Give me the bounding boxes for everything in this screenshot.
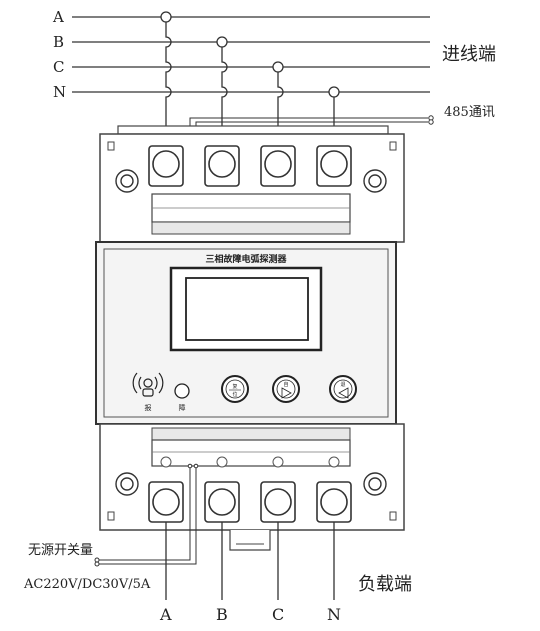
phase-label-c-in: C [53, 58, 64, 76]
dry-contact-lines [94, 463, 199, 567]
top-terminal-screws [148, 145, 352, 187]
reset-button-top: 复 [232, 383, 237, 390]
bottom-mounting-bolts [115, 472, 387, 496]
exit-button-label: 退 [340, 381, 345, 388]
phase-label-n-in: N [53, 83, 66, 101]
reset-button-bottom: 位 [232, 391, 237, 398]
dry-contact-label: 无源开关量 [28, 543, 93, 558]
phase-label-b-in: B [53, 33, 64, 51]
comm-485-label: 485通讯 [444, 105, 495, 120]
self-test-button-label: 自 [283, 381, 288, 388]
self-test-button[interactable]: 自 [272, 375, 300, 403]
alarm-label: 报 [145, 403, 152, 412]
drop-wires [165, 22, 335, 128]
device-title: 三相故障电弧探测器 [205, 253, 287, 265]
play-right-icon [281, 387, 292, 399]
fault-led-icon [174, 383, 190, 399]
alarm-speaker-icon [132, 372, 164, 397]
top-mounting-bolts [115, 169, 387, 193]
phase-label-n-out: N [327, 605, 341, 624]
rating-label: AC220V/DC30V/5A [23, 577, 151, 592]
incoming-lines [72, 16, 430, 93]
fault-label: 障 [179, 403, 186, 412]
load-terminal-label: 负载端 [358, 574, 412, 595]
play-left-icon [338, 387, 349, 399]
phase-label-a-in: A [52, 8, 64, 26]
phase-label-c-out: C [272, 605, 284, 624]
junction-dots [160, 11, 340, 98]
phase-label-a-out: A [159, 605, 172, 624]
incoming-terminal-label: 进线端 [442, 44, 496, 65]
device-body: 三相故障电弧探测器 报 障 复 位 自 [95, 125, 405, 551]
phase-label-b-out: B [216, 605, 228, 624]
load-lines [165, 522, 335, 600]
reset-button[interactable]: 复 位 [221, 375, 249, 403]
exit-button[interactable]: 退 [329, 375, 357, 403]
